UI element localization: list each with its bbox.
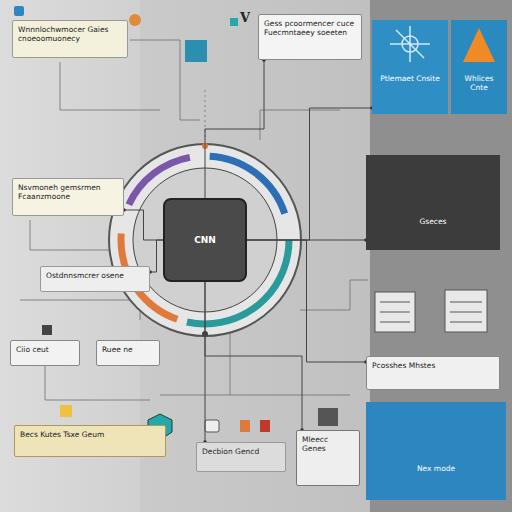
note-box: Becs Kutes Tsxe Geum — [14, 425, 166, 457]
hub-dot — [202, 143, 208, 149]
wire — [30, 220, 120, 250]
hub-arc-orange — [121, 156, 289, 324]
wire — [205, 90, 206, 140]
note-icon — [129, 14, 141, 26]
wire — [260, 110, 340, 140]
node-text: Ruee ne — [102, 345, 154, 354]
background-left — [0, 0, 370, 512]
blue-panel: Nex mode — [366, 402, 506, 500]
hub-ring — [109, 144, 301, 336]
wire — [60, 62, 160, 110]
blue-panel-bg — [366, 402, 506, 500]
node-text: Pcosshes Mhstes — [372, 361, 494, 370]
alert-panel — [451, 20, 507, 70]
node-text: Ciio ceut — [16, 345, 74, 354]
hub-inner — [133, 168, 277, 312]
connector — [247, 108, 372, 240]
note-box: Nsvmoneh gemsrmen Fcaanzmoone — [12, 178, 124, 216]
node-text: Gess pcoormencer cuce Fuecmntaeey soeete… — [264, 19, 356, 38]
connector — [247, 240, 366, 362]
process-box: Ruee ne — [96, 340, 160, 366]
connector — [205, 60, 264, 198]
wire — [300, 280, 368, 310]
note-box: Ostdnnsmcrer osene — [40, 266, 150, 292]
dark-panel: Gseces — [366, 155, 500, 250]
node-text: Mleecc Genes — [302, 435, 354, 454]
hub-arc-purple — [121, 156, 289, 324]
hub-dot — [202, 331, 208, 337]
node-text: Nex mode — [371, 464, 501, 473]
node-text: CNN — [170, 235, 240, 246]
process-box: Gess pcoormencer cuce Fuecmntaeey soeete… — [258, 14, 362, 60]
hub-arc-blue — [121, 156, 289, 324]
network-panel — [372, 20, 448, 70]
note-box: Wnnnlochwmocer Gaies cnoeoomuonecy — [12, 20, 128, 58]
dark-panel-bg — [366, 155, 500, 250]
node-text: Wnnnlochwmocer Gaies cnoeoomuonecy — [18, 25, 122, 44]
app-tile — [185, 40, 207, 62]
connector — [247, 240, 366, 241]
process-box: Mleecc Genes — [296, 430, 360, 486]
connector — [205, 282, 206, 442]
doc-icon — [240, 420, 250, 432]
node-text: Becs Kutes Tsxe Geum — [20, 430, 160, 439]
text-box: Decbion Gencd — [196, 442, 286, 472]
process-box: Pcosshes Mhstes — [366, 356, 500, 390]
connector — [124, 210, 163, 240]
alert-panel: Whlices Cnte — [451, 70, 507, 114]
wire — [20, 300, 140, 320]
node-text: Ostdnnsmcrer osene — [46, 271, 144, 280]
network-icon — [390, 26, 430, 62]
connector — [150, 240, 163, 272]
chip-icon — [318, 408, 338, 426]
server-icons — [375, 290, 487, 332]
info-panel: Ptlemaet Cnsite — [372, 70, 448, 114]
doc-icon — [260, 420, 270, 432]
warning-triangle — [463, 28, 495, 62]
note-icon — [14, 6, 24, 16]
central-hub — [109, 143, 301, 337]
process-box: Ciio ceut — [10, 340, 80, 366]
node-text: Nsvmoneh gemsrmen Fcaanzmoone — [18, 183, 118, 202]
node-text: Ptlemaet Cnsite — [377, 74, 443, 83]
connector — [205, 282, 302, 430]
mark-label: V — [240, 10, 250, 25]
wire — [160, 395, 350, 396]
app-tile — [230, 18, 238, 26]
node-text: Whlices Cnte — [456, 74, 502, 93]
wire — [45, 365, 150, 400]
note-icon — [60, 405, 72, 417]
hub-core: CNN — [163, 198, 247, 282]
camera-icon — [205, 420, 219, 432]
hub-arc-teal — [121, 156, 289, 324]
note-icon — [42, 325, 52, 335]
node-text: Gseces — [371, 217, 495, 226]
node-text: Decbion Gencd — [202, 447, 280, 456]
